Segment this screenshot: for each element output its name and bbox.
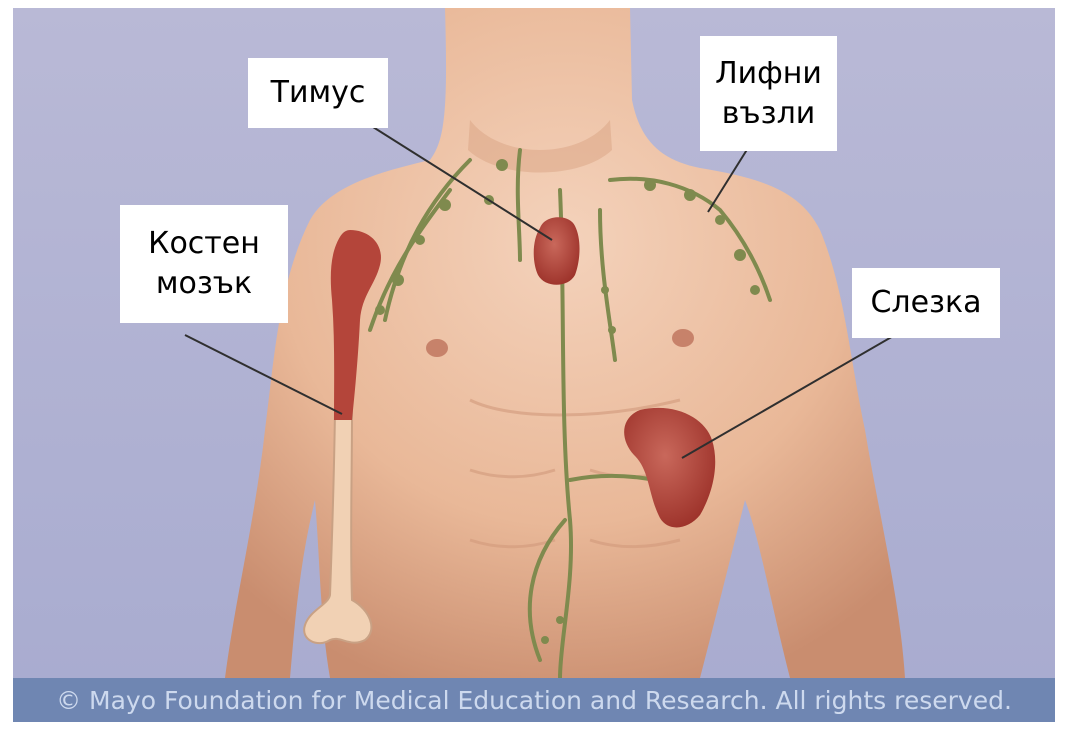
copyright-footer: © Mayo Foundation for Medical Education …	[13, 678, 1055, 722]
thymus-label: Тимус	[248, 58, 388, 128]
spleen-label: Слезка	[852, 268, 1000, 338]
bone-marrow-label-line2: мозък	[156, 264, 252, 304]
lymph-nodes-label: Лифни възли	[700, 36, 837, 151]
lymph-nodes-label-line1: Лифни	[715, 54, 822, 94]
lymph-nodes-label-line2: възли	[722, 94, 816, 134]
left-nipple	[426, 339, 448, 357]
bone-marrow-label-line1: Костен	[148, 224, 260, 264]
right-nipple	[672, 329, 694, 347]
copyright-text: © Mayo Foundation for Medical Education …	[56, 686, 1012, 715]
bone-marrow-label: Костен мозък	[120, 205, 288, 323]
thymus-organ	[534, 217, 580, 285]
